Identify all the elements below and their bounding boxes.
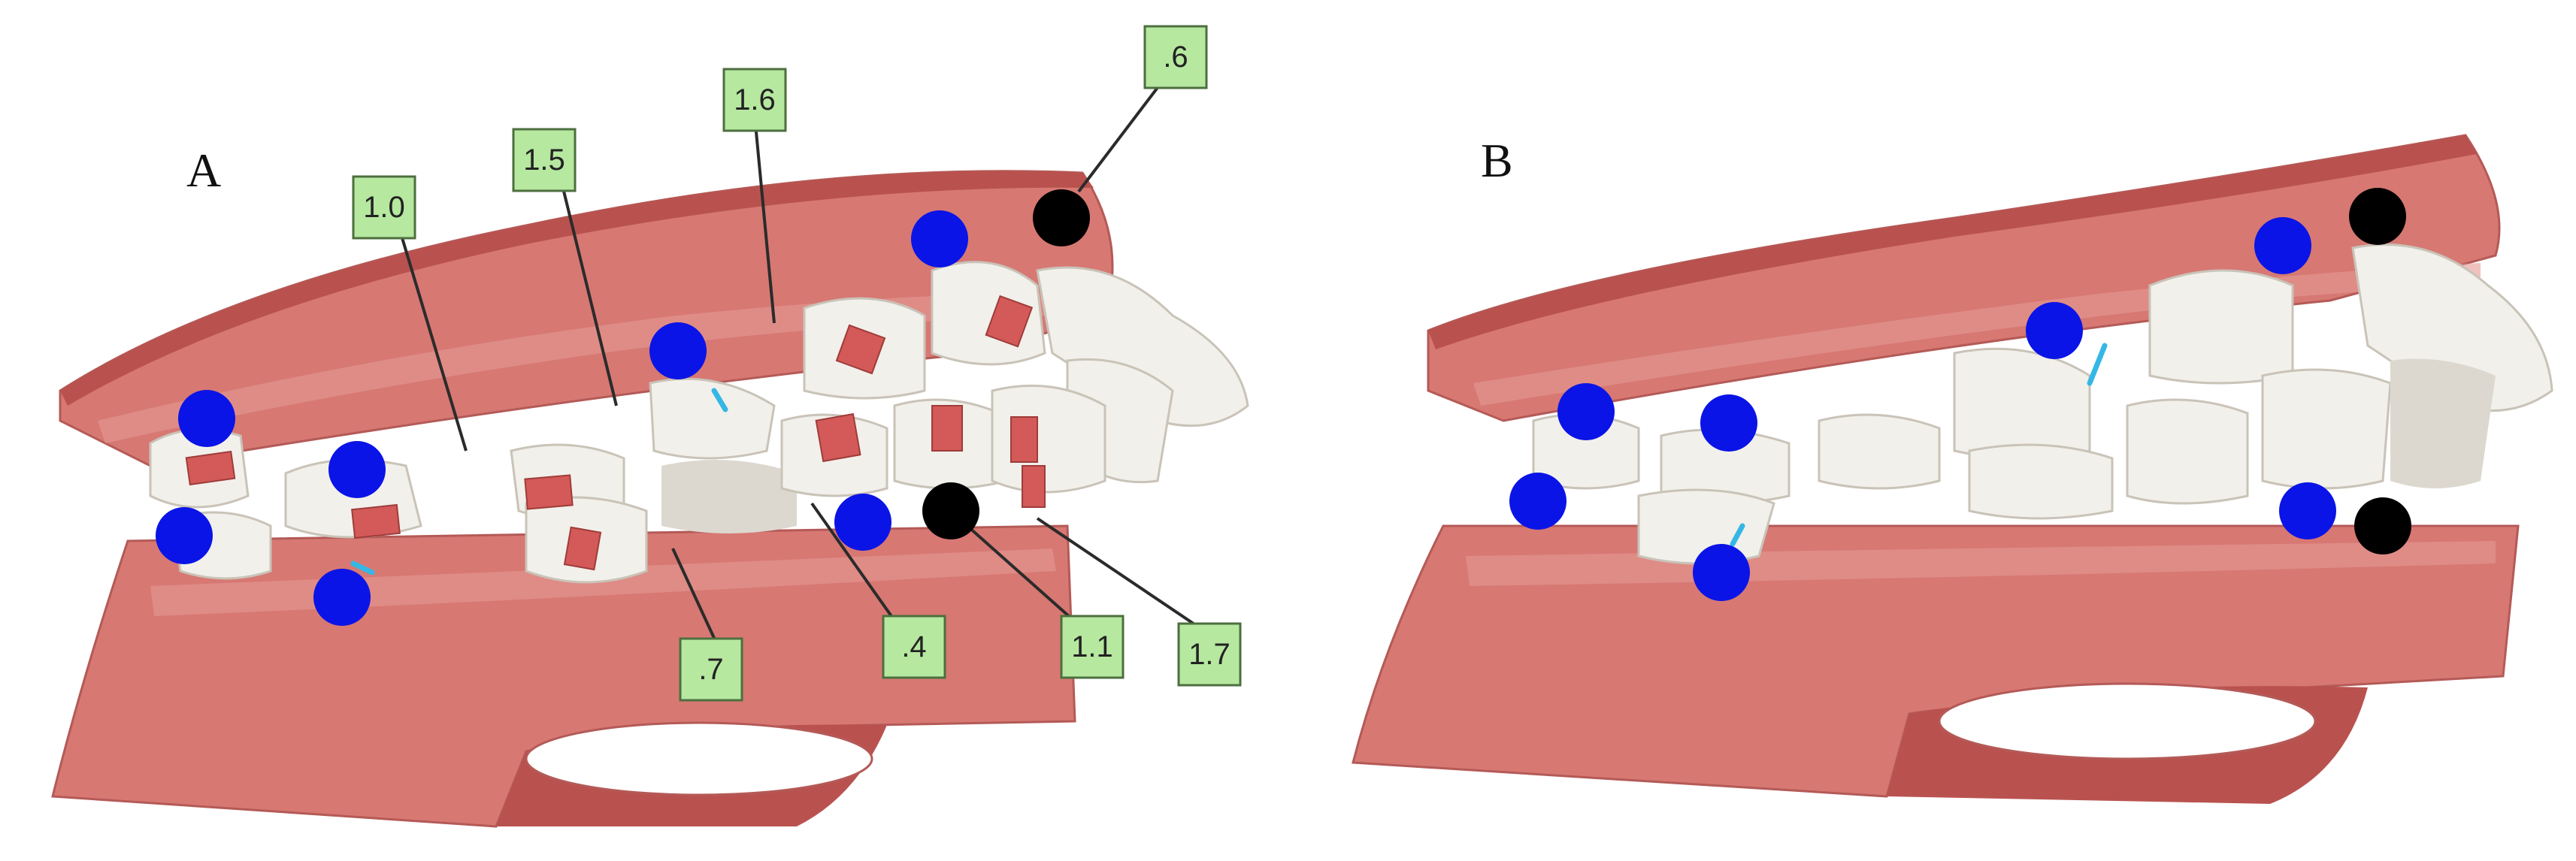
attachment xyxy=(351,503,401,539)
callout-label: 1.7 xyxy=(1188,638,1230,671)
leader-lines xyxy=(397,81,1212,647)
teeth xyxy=(1532,243,2553,565)
blue-marker xyxy=(1693,544,1750,601)
black-marker xyxy=(2349,188,2406,245)
lower-jaw-model xyxy=(1352,524,2520,804)
callouts: 1.0 1.5 1.6 .6 .7 .4 xyxy=(352,25,1242,702)
tooth xyxy=(1036,266,1249,427)
leader-line xyxy=(953,513,1091,636)
tooth xyxy=(991,384,1106,494)
tooth xyxy=(2148,269,2294,385)
tooth xyxy=(649,377,776,460)
blue-marker xyxy=(328,441,386,498)
blue-marker xyxy=(2026,302,2083,359)
attachment xyxy=(524,474,574,510)
callout-label: .4 xyxy=(901,630,926,663)
leader-line xyxy=(671,548,719,647)
tooth xyxy=(1818,413,1941,490)
black-marker xyxy=(922,482,979,539)
blue-marker xyxy=(313,569,371,626)
blue-marker xyxy=(178,390,235,447)
callout-lower-1: .7 xyxy=(679,637,743,702)
blue-marker xyxy=(1700,394,1757,452)
callout-lower-2: .4 xyxy=(882,615,946,679)
tooth xyxy=(661,460,797,533)
blue-marker xyxy=(2279,482,2336,539)
panel-a: A xyxy=(51,25,1249,828)
blue-marker xyxy=(834,494,891,551)
blue-marker xyxy=(1509,473,1566,530)
leader-line xyxy=(1077,81,1163,193)
blue-marker xyxy=(156,507,213,564)
callout-label: 1.0 xyxy=(363,191,405,224)
reference-line xyxy=(1730,523,1745,547)
tooth xyxy=(2390,358,2496,488)
callout-label: .7 xyxy=(698,653,723,686)
attachment xyxy=(563,526,602,571)
callout-label: 1.5 xyxy=(523,144,565,177)
tooth xyxy=(2126,398,2249,505)
black-marker xyxy=(1033,189,1090,246)
leader-line xyxy=(754,123,776,324)
attachments xyxy=(185,295,1046,576)
callout-upper-4: .6 xyxy=(1143,25,1208,89)
attachment xyxy=(985,295,1034,348)
attachment xyxy=(815,412,861,463)
callout-lower-4: 1.7 xyxy=(1177,622,1242,687)
tooth xyxy=(2261,368,2392,490)
callout-lower-3: 1.1 xyxy=(1060,615,1125,679)
attachment xyxy=(1022,465,1046,508)
tooth xyxy=(2351,243,2553,412)
tooth xyxy=(1637,488,1775,565)
callout-label: 1.1 xyxy=(1071,630,1113,663)
reference-line xyxy=(2087,343,2108,386)
callout-upper-3: 1.6 xyxy=(722,68,787,132)
blue-marker xyxy=(1557,383,1615,440)
leader-line xyxy=(1036,517,1212,636)
leader-line xyxy=(810,502,904,633)
callout-upper-1: 1.0 xyxy=(352,175,416,240)
markers xyxy=(156,189,1090,626)
callout-label: 1.6 xyxy=(734,83,776,116)
lower-jaw-model xyxy=(51,524,1076,828)
panel-a-letter: A xyxy=(186,144,221,197)
blue-marker xyxy=(911,210,968,267)
blue-marker xyxy=(2254,217,2311,274)
callout-label: .6 xyxy=(1163,41,1188,74)
attachment xyxy=(835,324,886,375)
attachment xyxy=(931,405,963,452)
tooth xyxy=(1968,443,2114,520)
tooth xyxy=(1953,347,2091,460)
black-marker xyxy=(2354,497,2411,554)
callout-upper-2: 1.5 xyxy=(512,128,577,192)
panel-b: B xyxy=(1352,134,2553,804)
leader-line xyxy=(558,172,618,406)
attachment xyxy=(185,450,236,486)
blue-marker xyxy=(649,322,707,379)
reference-line xyxy=(350,560,375,576)
leader-line xyxy=(397,225,468,452)
attachment xyxy=(1010,416,1038,463)
markers xyxy=(1509,188,2411,601)
reference-line xyxy=(711,388,728,412)
panel-b-letter: B xyxy=(1481,134,1513,187)
